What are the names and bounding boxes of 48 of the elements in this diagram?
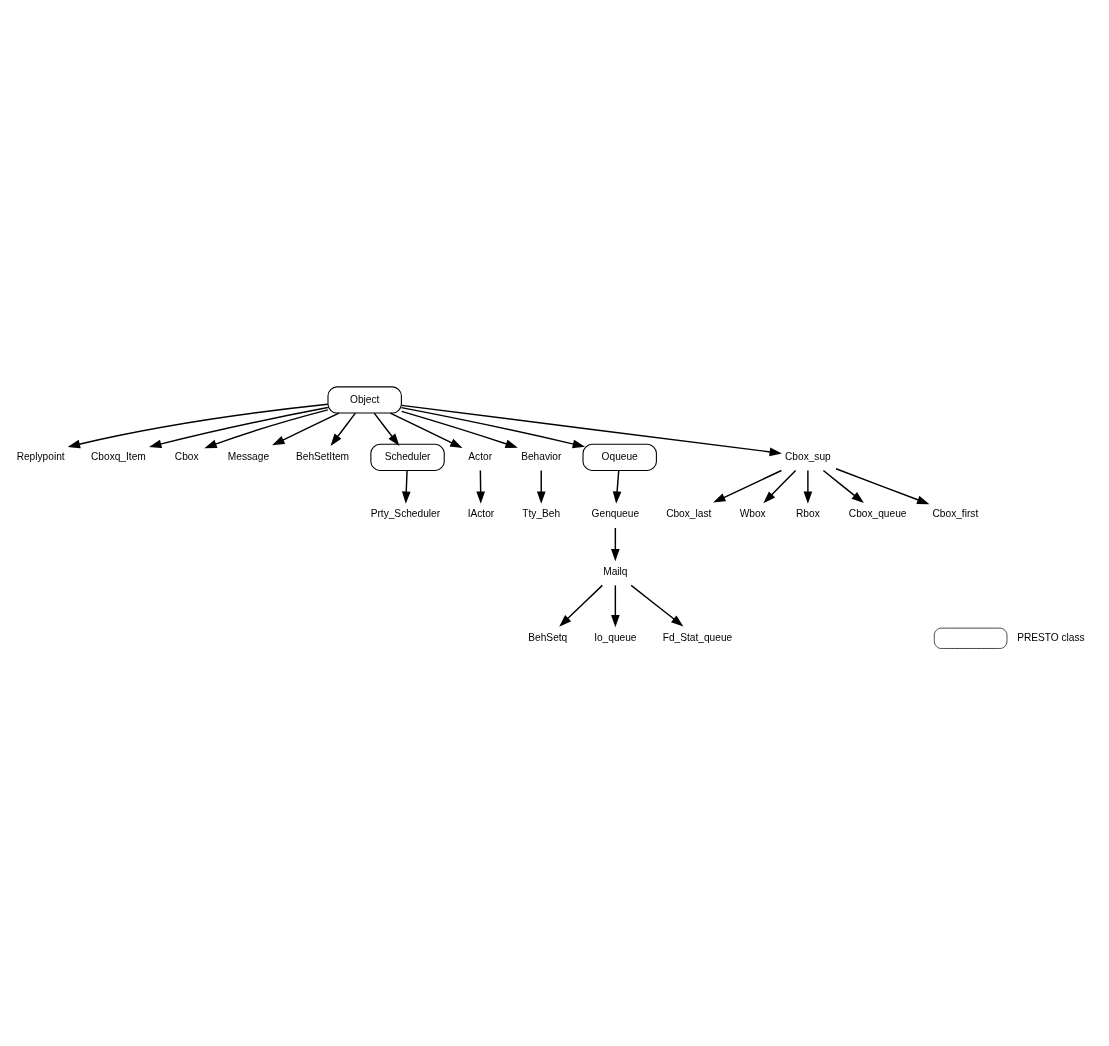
arrow [401, 469, 411, 504]
arrow [559, 584, 604, 627]
node-text: Cbox_last [666, 507, 712, 519]
arrow [803, 469, 813, 504]
node-box: Oqueue [582, 443, 657, 471]
node-text: Replypoint [16, 450, 65, 462]
node-text: Cbox_sup [785, 450, 831, 462]
node-text: Message [227, 450, 270, 462]
arrow [611, 526, 620, 561]
arrow [400, 406, 585, 448]
arrow [713, 469, 783, 503]
node-box: Object [327, 385, 402, 414]
node-text: Genqueue [591, 507, 640, 519]
arrow [149, 406, 329, 448]
node-text: Tty_Beh [522, 507, 561, 519]
node-text: Fd_Stat_queue [662, 631, 733, 643]
arrow [330, 411, 357, 446]
node-text: Io_queue [594, 631, 637, 643]
node-text: Cbox_first [932, 507, 979, 519]
node-text: Cboxq_Item [91, 450, 146, 462]
arrow [536, 469, 546, 504]
node-text: Behavior [521, 450, 562, 462]
node-text: IActor [467, 507, 495, 519]
arrow [763, 469, 797, 503]
arrow [822, 469, 864, 503]
arrow [400, 410, 518, 448]
arrow [630, 584, 684, 626]
arrow [204, 408, 329, 448]
arrow [272, 411, 340, 445]
node-text: Prty_Scheduler [370, 507, 441, 519]
node-text: BehSetItem [296, 450, 350, 462]
legend-label: PRESTO class [1017, 631, 1085, 643]
node-text: Cbox [174, 450, 199, 462]
node-text: BehSetq [528, 631, 568, 643]
node-text: Mailq [603, 565, 628, 577]
arrow [400, 404, 782, 456]
arrow [389, 411, 463, 448]
node-text: Actor [468, 450, 493, 462]
arrow [476, 469, 485, 504]
arrow [373, 411, 400, 446]
node-box: Scheduler [370, 443, 445, 471]
node-text: Rbox [796, 507, 820, 519]
arrow [611, 584, 620, 627]
arrow [67, 403, 329, 448]
node-text: Wbox [739, 507, 766, 519]
arrow [835, 467, 930, 504]
node-text: Cbox_queue [848, 507, 907, 519]
arrow [612, 469, 622, 504]
